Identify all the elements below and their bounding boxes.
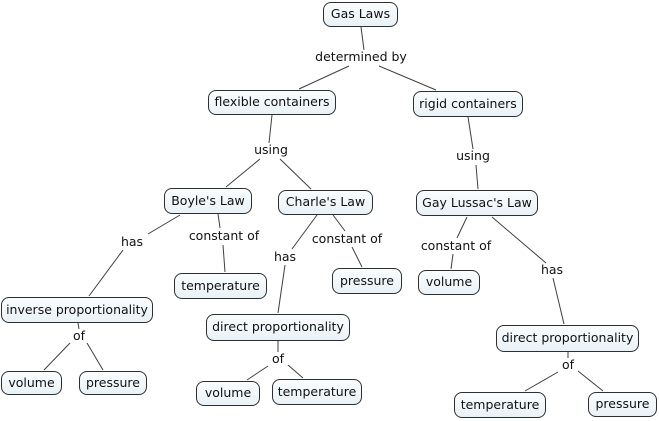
node-temperature-constant[interactable]: temperature — [174, 273, 267, 299]
link-label-has-2: has — [273, 248, 297, 264]
connector-line — [360, 26, 365, 51]
node-gay-lussacs-law[interactable]: Gay Lussac's Law — [416, 190, 538, 216]
link-label-using-1: using — [254, 141, 288, 157]
node-direct-proportionality-1[interactable]: direct proportionality — [206, 314, 350, 341]
connector-line — [298, 65, 350, 90]
link-label-determined-by: determined by — [315, 48, 407, 64]
node-volume-inverse[interactable]: volume — [1, 371, 62, 395]
connector-line — [86, 342, 104, 371]
connector-line — [552, 277, 565, 325]
node-boyles-law[interactable]: Boyle's Law — [164, 188, 252, 214]
link-label-constant-of-2: constant of — [311, 230, 383, 246]
connector-line — [225, 158, 261, 188]
connector-line — [467, 116, 474, 150]
connector-line — [77, 322, 80, 330]
link-label-using-2: using — [456, 147, 490, 163]
connector-line — [268, 114, 273, 144]
connector-line — [332, 214, 346, 232]
connector-line — [378, 65, 437, 91]
connector-line — [277, 264, 286, 314]
node-volume-constant[interactable]: volume — [418, 270, 480, 295]
connector-line — [88, 249, 124, 297]
link-label-has-1: has — [120, 233, 144, 249]
connector-line — [491, 216, 547, 264]
connector-line — [217, 213, 221, 229]
connector-line — [147, 214, 181, 235]
node-volume-direct[interactable]: volume — [196, 381, 260, 406]
node-pressure-inverse[interactable]: pressure — [79, 371, 147, 395]
connector-line — [577, 370, 604, 392]
connector-line — [351, 246, 363, 268]
node-gas-laws[interactable]: Gas Laws — [323, 2, 398, 27]
node-direct-proportionality-2[interactable]: direct proportionality — [496, 325, 639, 352]
link-label-of-2: of — [271, 350, 285, 366]
node-flexible-containers[interactable]: flexible containers — [208, 90, 336, 115]
connector-line — [475, 164, 479, 190]
connector-line — [279, 158, 312, 190]
connector-line — [222, 244, 226, 273]
node-inverse-proportionality[interactable]: inverse proportionality — [1, 297, 153, 323]
link-label-of-1: of — [72, 327, 86, 343]
link-label-constant-of-3: constant of — [420, 237, 492, 253]
node-temperature-direct[interactable]: temperature — [272, 379, 362, 405]
node-temperature-direct-2[interactable]: temperature — [454, 392, 546, 418]
connector-line — [524, 371, 559, 392]
connector-line — [291, 214, 318, 250]
connector-line — [287, 364, 304, 379]
node-pressure-direct-2[interactable]: pressure — [588, 392, 657, 417]
link-label-has-3: has — [540, 261, 564, 277]
link-label-constant-of-1: constant of — [188, 227, 260, 243]
node-rigid-containers[interactable]: rigid containers — [413, 91, 523, 117]
node-charles-law[interactable]: Charle's Law — [278, 190, 373, 215]
node-pressure-constant[interactable]: pressure — [332, 268, 402, 294]
connector-line — [456, 216, 468, 239]
connector-line — [246, 365, 269, 381]
connector-line — [450, 253, 454, 270]
connector-line — [43, 342, 71, 371]
link-label-of-3: of — [561, 356, 575, 372]
